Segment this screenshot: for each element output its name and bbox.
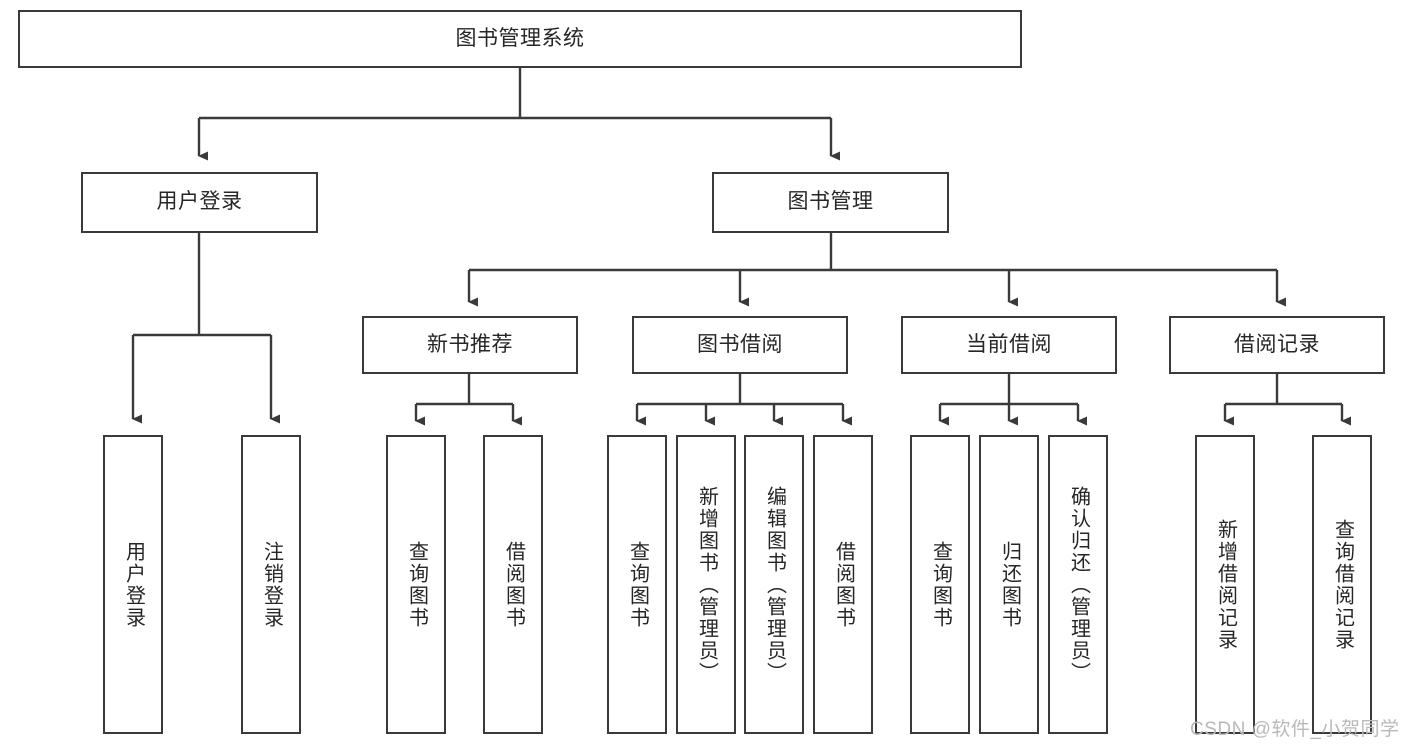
node-root-book-management-system[interactable]: 图书管理系统 <box>18 10 1022 68</box>
node-label: 确认归还（管理员） <box>1067 485 1090 684</box>
node-label: 编辑图书（管理员） <box>763 485 786 684</box>
node-borrow-record[interactable]: 借阅记录 <box>1169 316 1385 374</box>
node-label: 用户登录 <box>156 190 243 214</box>
node-leaf-return-book[interactable]: 归还图书 <box>979 435 1039 734</box>
node-label: 当前借阅 <box>966 332 1052 356</box>
node-leaf-confirm-return-admin[interactable]: 确认归还（管理员） <box>1048 435 1108 734</box>
node-label: 借阅图书 <box>502 540 525 629</box>
node-label: 注销登录 <box>260 540 283 629</box>
node-leaf-add-borrow-record[interactable]: 新增借阅记录 <box>1195 435 1255 734</box>
node-current-borrow[interactable]: 当前借阅 <box>901 316 1117 374</box>
node-label: 查询借阅记录 <box>1331 518 1354 651</box>
node-label: 查询图书 <box>405 540 428 629</box>
node-book-borrow[interactable]: 图书借阅 <box>632 316 848 374</box>
watermark-csdn: CSDN @软件_小贺同学 <box>1190 719 1400 740</box>
node-leaf-borrow-book-recommend[interactable]: 借阅图书 <box>483 435 543 734</box>
node-book-management[interactable]: 图书管理 <box>712 172 949 233</box>
node-label: 借阅记录 <box>1234 332 1320 356</box>
node-label: 借阅图书 <box>832 540 855 629</box>
node-label: 归还图书 <box>998 540 1021 629</box>
node-user-login[interactable]: 用户登录 <box>81 172 318 233</box>
node-label: 查询图书 <box>626 540 649 629</box>
node-leaf-query-book-borrow[interactable]: 查询图书 <box>607 435 667 734</box>
node-label: 新增借阅记录 <box>1214 518 1237 651</box>
node-label: 图书管理 <box>787 190 874 214</box>
node-leaf-query-book-current[interactable]: 查询图书 <box>910 435 970 734</box>
node-label: 查询图书 <box>929 540 952 629</box>
node-label: 用户登录 <box>122 540 145 629</box>
node-leaf-add-book-admin[interactable]: 新增图书（管理员） <box>676 435 736 734</box>
node-label: 图书管理系统 <box>455 26 585 50</box>
node-leaf-edit-book-admin[interactable]: 编辑图书（管理员） <box>744 435 804 734</box>
node-leaf-logout[interactable]: 注销登录 <box>241 435 301 734</box>
node-label: 新增图书（管理员） <box>695 485 718 684</box>
node-leaf-user-login[interactable]: 用户登录 <box>103 435 163 734</box>
node-label: 新书推荐 <box>427 332 513 356</box>
node-leaf-query-borrow-record[interactable]: 查询借阅记录 <box>1312 435 1372 734</box>
node-label: 图书借阅 <box>697 332 783 356</box>
node-leaf-borrow-book[interactable]: 借阅图书 <box>813 435 873 734</box>
node-new-book-recommend[interactable]: 新书推荐 <box>362 316 578 374</box>
node-leaf-query-book-recommend[interactable]: 查询图书 <box>386 435 446 734</box>
